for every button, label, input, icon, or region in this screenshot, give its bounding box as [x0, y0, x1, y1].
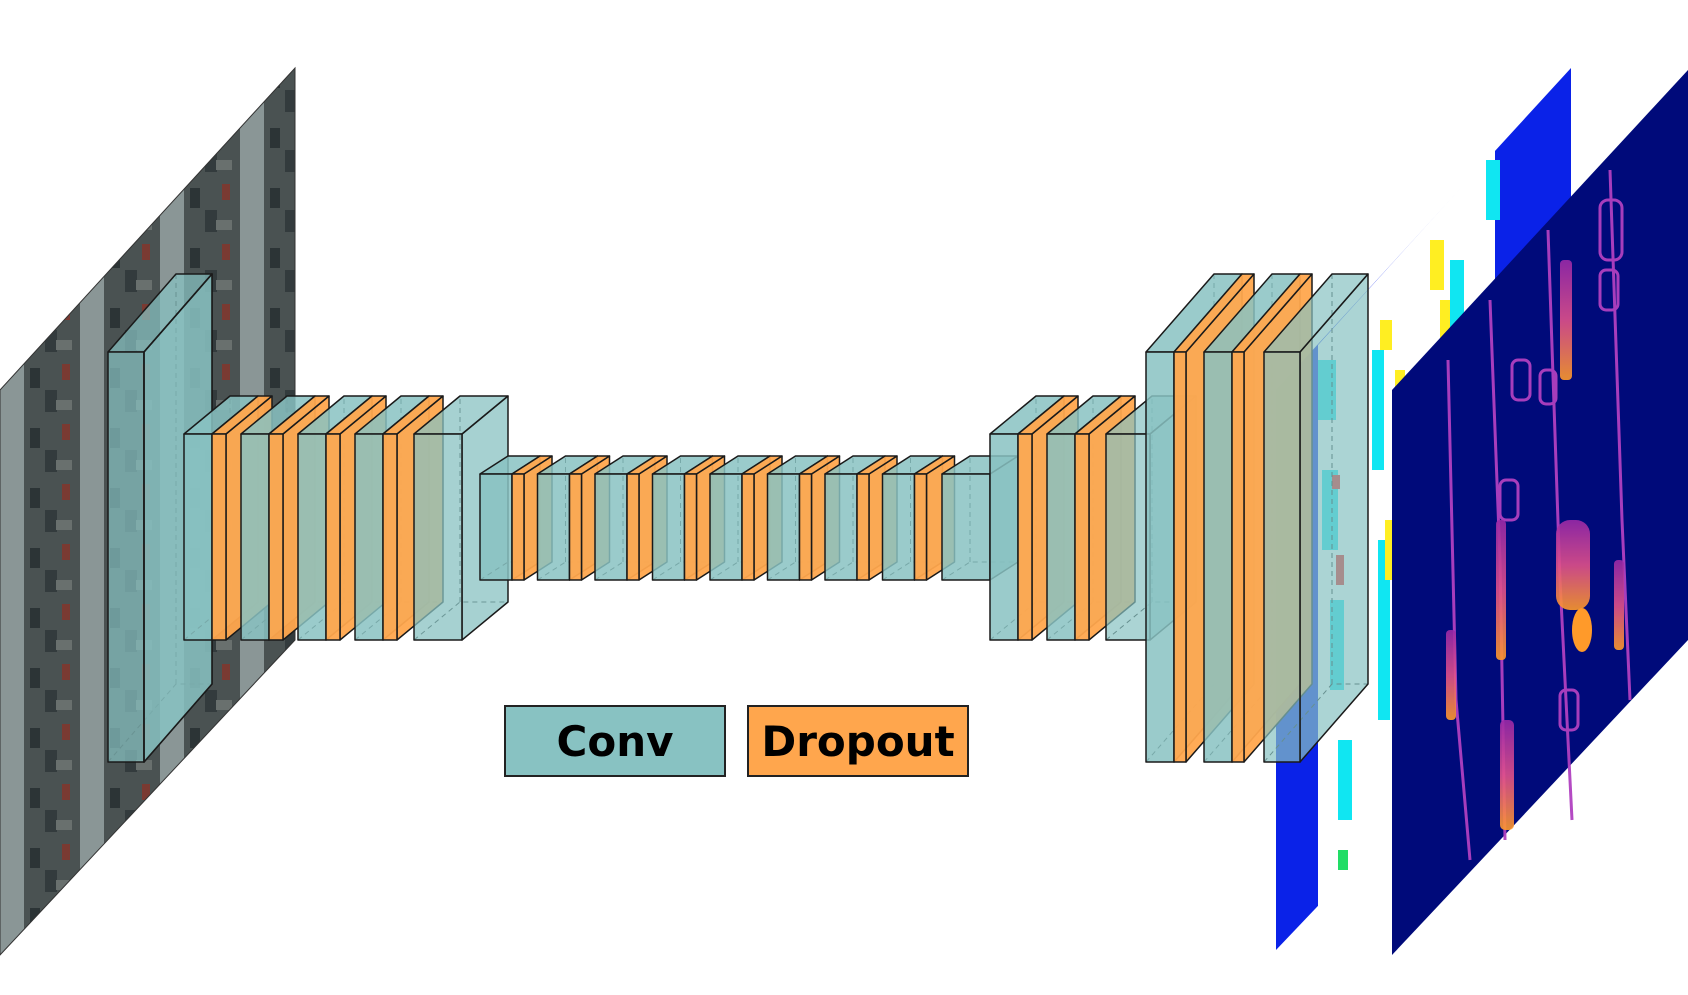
conv-block	[1263, 273, 1369, 763]
heatmap-icon	[1392, 70, 1688, 955]
legend-conv: Conv	[504, 705, 726, 777]
network-blocks	[107, 273, 1197, 763]
network-blocks-front	[1145, 273, 1369, 763]
legend-dropout: Dropout	[747, 705, 969, 777]
